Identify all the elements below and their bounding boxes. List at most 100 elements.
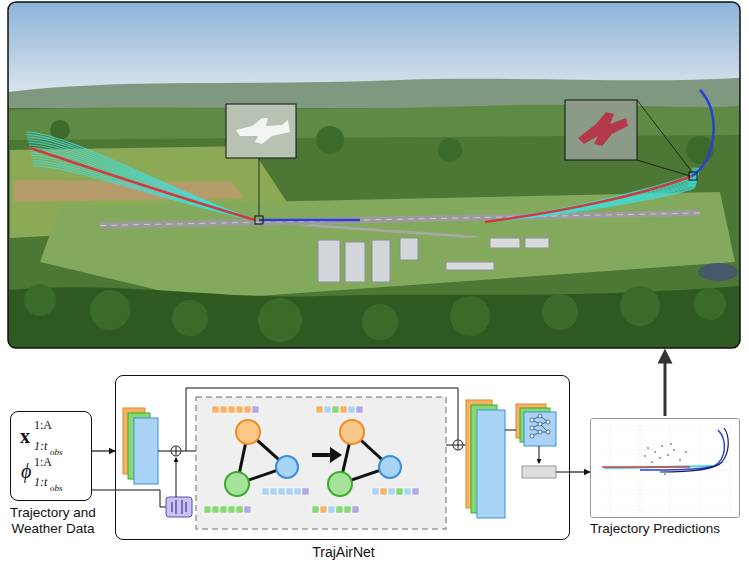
up-arrow [664, 356, 667, 416]
prediction-fan [34, 166, 255, 220]
aerial-photo [316, 126, 344, 154]
aerial-photo [490, 238, 520, 248]
feature-squares [372, 488, 379, 495]
feature-squares [312, 506, 319, 513]
aerial-photo [694, 288, 726, 320]
feature-squares [278, 488, 285, 495]
network-sketch [330, 447, 342, 463]
aerial-photo [258, 298, 302, 342]
aerial-photo [14, 180, 244, 202]
feature-squares [286, 488, 293, 495]
model-name: TrajAirNet [116, 544, 571, 560]
feature-squares [262, 488, 269, 495]
feature-squares [356, 406, 363, 413]
flow-arrow [570, 471, 590, 472]
aerial-photo [90, 290, 130, 330]
aerial-photo [259, 219, 360, 222]
feature-squares [316, 406, 323, 413]
feature-squares [396, 488, 403, 495]
prediction-plot [670, 443, 672, 445]
network-sketch [176, 458, 177, 497]
prediction-fan [28, 140, 255, 220]
flow-arrow [92, 450, 115, 451]
feature-squares [220, 506, 227, 513]
aerial-photo [100, 213, 700, 226]
feature-squares [302, 488, 309, 495]
feature-squares [252, 406, 259, 413]
aerial-photo [620, 286, 660, 326]
network-sketch [92, 490, 166, 507]
aerial-photo [525, 238, 549, 248]
prediction-plot [640, 430, 724, 470]
prediction-fan [29, 145, 255, 220]
prediction-plot [679, 459, 681, 461]
network-sketch [225, 472, 249, 496]
network-sketch [196, 397, 446, 529]
network-sketch [181, 451, 196, 452]
feature-squares [388, 488, 395, 495]
feature-squares [336, 506, 343, 513]
aerial-photo [542, 294, 578, 330]
prediction-plot [685, 451, 687, 453]
prediction-plot [602, 466, 690, 468]
network-sketch [538, 430, 542, 434]
feature-squares [236, 506, 243, 513]
network-sketch [158, 451, 171, 452]
aerial-photo [30, 148, 255, 220]
feature-squares [212, 506, 219, 513]
prediction-fan [27, 137, 255, 220]
network-sketch [172, 500, 186, 514]
feature-squares [244, 506, 251, 513]
network-sketch [538, 414, 542, 418]
network-sketch [172, 447, 180, 455]
model-box: TrajAirNet [115, 375, 570, 540]
network-sketch [546, 430, 550, 434]
aerial-photo [565, 100, 637, 160]
network-sketch [522, 466, 556, 478]
feature-squares [328, 506, 335, 513]
prediction-fan [485, 171, 699, 222]
network-sketch [236, 420, 260, 444]
aerial-photo [438, 138, 462, 162]
aerial-photo [485, 176, 692, 222]
prediction-fan [485, 173, 698, 222]
network-sketch [312, 453, 332, 457]
prediction-fan [485, 176, 697, 222]
network-sketch [340, 420, 364, 444]
network-sketch [379, 456, 401, 478]
network-sketch [530, 434, 534, 438]
prediction-plot [644, 455, 646, 457]
network-sketch [530, 418, 534, 422]
network-sketch [530, 426, 534, 430]
feature-squares [340, 406, 347, 413]
feature-squares [212, 406, 219, 413]
prediction-fan [27, 135, 255, 220]
aerial-photo [255, 216, 263, 224]
aerial-photo [300, 224, 480, 238]
prediction-plot [647, 447, 649, 449]
prediction-fan [485, 168, 699, 222]
feature-squares [324, 406, 331, 413]
aerial-photo [226, 104, 296, 158]
prediction-plot [667, 454, 669, 456]
aerial-photo [692, 90, 714, 176]
aerial-photo [100, 210, 700, 229]
prediction-plot [661, 445, 663, 447]
aerial-photo [40, 192, 735, 300]
prediction-fan [485, 182, 696, 222]
photo-frame [8, 2, 740, 348]
prediction-box: Trajectory Predictions [590, 418, 740, 518]
network-sketch [166, 497, 192, 517]
network-sketch [538, 422, 542, 426]
prediction-fan [28, 142, 255, 220]
prediction-fan [485, 170, 699, 222]
network-sketch [453, 440, 463, 450]
network-sketch [328, 472, 352, 496]
aerial-photo [372, 240, 390, 282]
aerial-photo [400, 238, 418, 260]
network-sketch [539, 446, 540, 463]
aerial-photo [345, 242, 365, 282]
network-sketch [532, 416, 548, 436]
